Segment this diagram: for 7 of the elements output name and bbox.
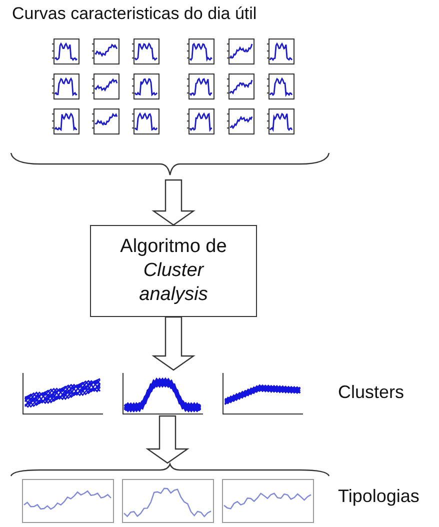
row-label: Clusters bbox=[338, 382, 404, 403]
block-arrow bbox=[152, 179, 196, 226]
block-arrow bbox=[146, 415, 190, 464]
heading: Curvas caracteristicas do dia útil bbox=[12, 4, 257, 24]
process-box: Algoritmo de Cluster analysis bbox=[90, 225, 257, 317]
row-label: Tipologias bbox=[338, 486, 420, 507]
block-arrow bbox=[152, 316, 196, 371]
